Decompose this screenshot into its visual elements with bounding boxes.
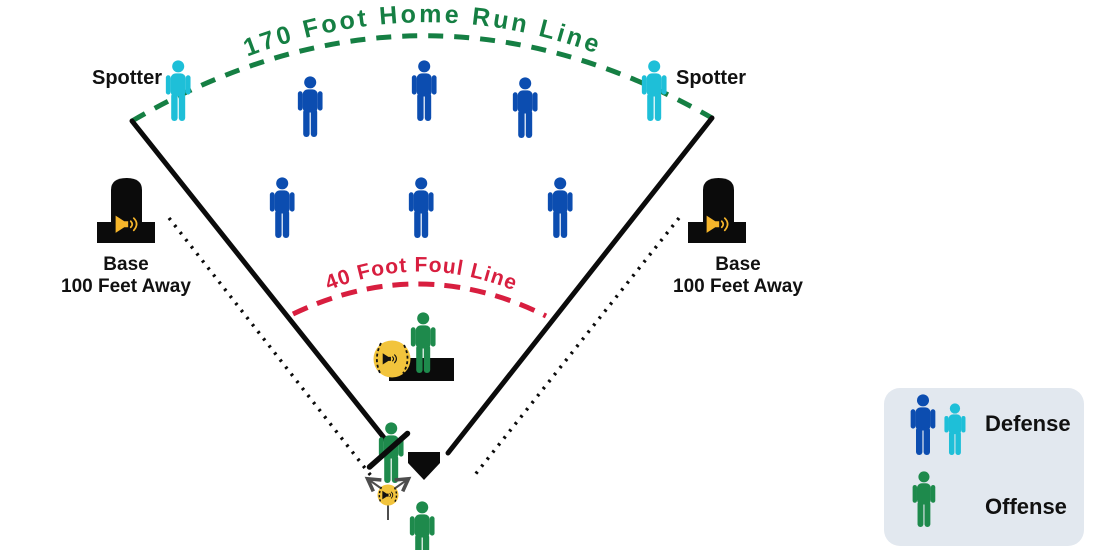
defense-player-icon: [411, 60, 437, 121]
base-right-label-line1: Base: [715, 254, 760, 275]
ball-seams: [378, 486, 398, 504]
legend: Defense Offense: [884, 388, 1084, 546]
base-right-label-line2: 100 Feet Away: [673, 276, 803, 297]
home-run-line-label: 170 Foot Home Run Line: [240, 0, 606, 62]
ball-seams: [375, 342, 409, 375]
beep-ball-on-tee: [373, 340, 411, 378]
sounding-base-right: [688, 178, 746, 243]
defense-player-icon: [512, 77, 538, 138]
foul-line-left: [129, 118, 392, 447]
defense-player-icon: [547, 177, 573, 238]
spotter-icon-left: [165, 60, 191, 121]
pitch-arrow-left-icon: [364, 476, 383, 493]
spotter-right-label: Spotter: [676, 67, 746, 89]
home-run-line-arc: [130, 33, 714, 124]
base-cylinder: [111, 178, 142, 223]
pitcher: [409, 501, 435, 550]
defense-player-icon: [408, 177, 434, 238]
foul-line-arc: [291, 281, 548, 319]
base-left-label-line1: Base: [103, 254, 148, 275]
spotter-left-label: Spotter: [92, 67, 162, 89]
defense-fielders: [269, 60, 573, 238]
defense-player-icon: [297, 76, 323, 137]
sounding-base-left: [97, 178, 155, 243]
foul-line-right: [445, 115, 715, 456]
home-plate: [408, 452, 440, 480]
foul-line-label: 40 Foot Foul Line: [322, 253, 521, 295]
bat-icon: [366, 430, 411, 470]
legend-offense-label: Offense: [985, 494, 1067, 519]
base-platform: [688, 222, 746, 243]
spotter-icon-right: [641, 60, 667, 121]
beep-ball-icon: [373, 340, 411, 378]
base-path-dotted-right: [472, 216, 681, 478]
pitch-arrow-right-icon: [393, 476, 412, 493]
pitch-ball-group: [364, 476, 412, 520]
legend-defense-label: Defense: [985, 411, 1071, 436]
base-path-dotted-left: [167, 216, 374, 479]
base-left-label-line2: 100 Feet Away: [61, 276, 191, 297]
base-cylinder: [703, 178, 734, 223]
base-platform: [97, 222, 155, 243]
defense-player-icon: [269, 177, 295, 238]
offense-player-icon: [409, 501, 435, 550]
